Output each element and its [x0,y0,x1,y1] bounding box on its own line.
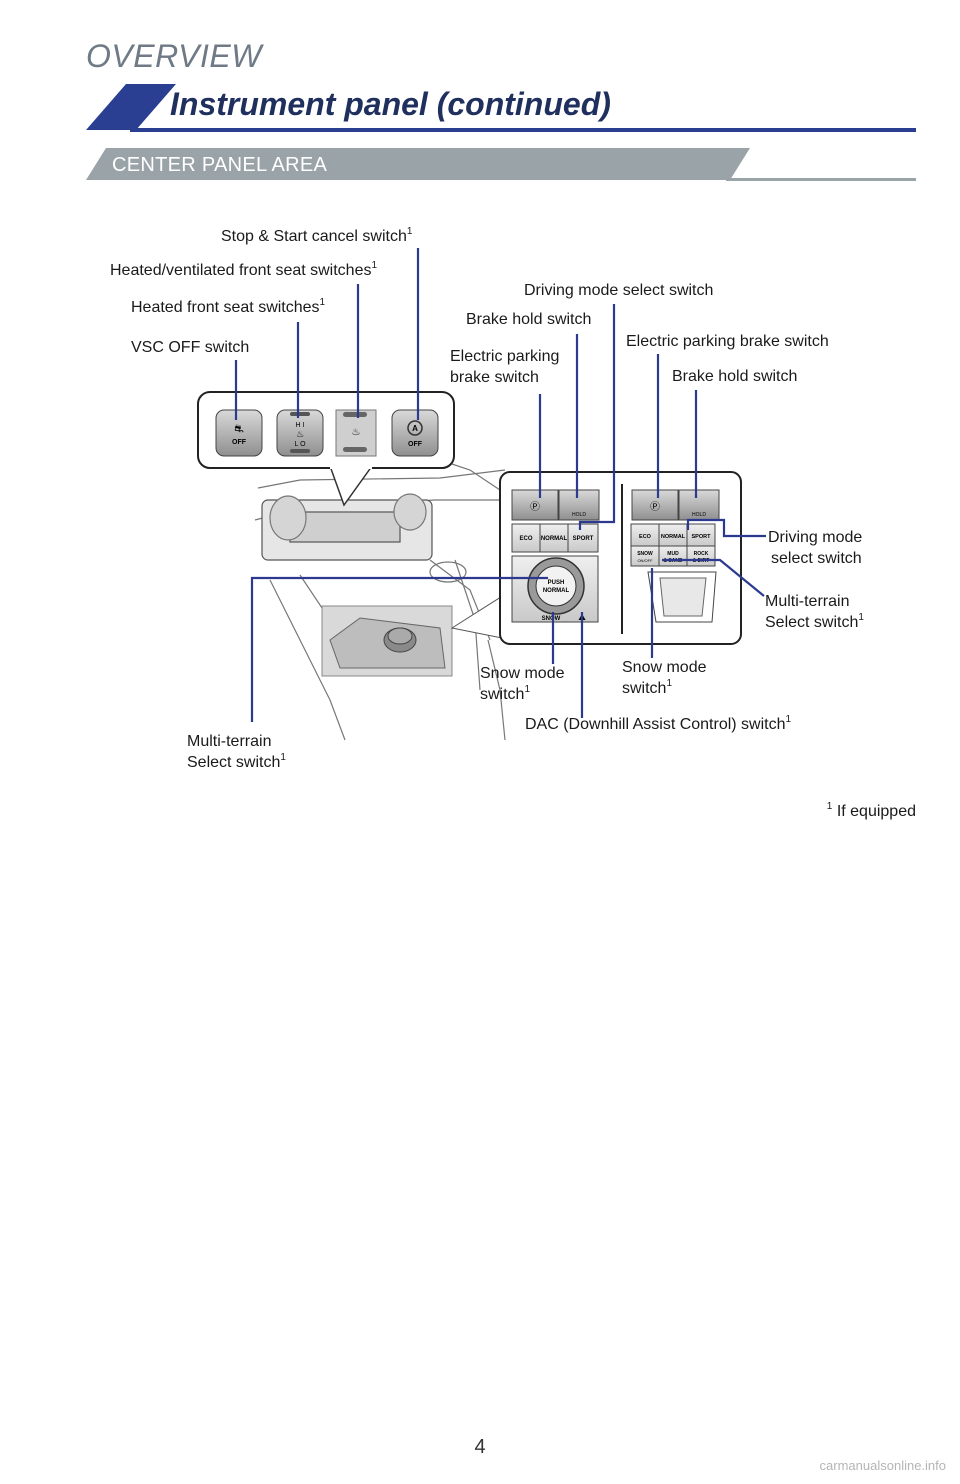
mud-text: MUD [667,551,679,557]
vsc-off-text: OFF [232,439,247,446]
label-stop-start: Stop & Start cancel switch1 [221,226,413,246]
label-heated-front: Heated front seat switches1 [131,297,326,317]
page-number: 4 [474,1436,486,1458]
label-epb-left: Electric parking brake switch [450,348,560,386]
leader-lines [234,248,766,722]
sport-text-right: SPORT [692,534,712,540]
sport-text-left: SPORT [573,536,594,542]
label-snow-right: Snow mode switch1 [622,659,707,697]
eco-text-left: ECO [519,536,532,542]
svg-text:♨: ♨ [352,427,361,438]
rock-text: ROCK [694,551,709,557]
label-snow-left: Snow mode switch1 [480,665,565,703]
stop-start-off-text: OFF [408,441,423,448]
overview-heading: OVERVIEW [86,38,262,74]
center-panel-diagram: ⛐ OFF H I ♨ L O ♨ A OFF Ⓟ [197,248,766,741]
eco-text-right: ECO [639,534,652,540]
title-rule [130,128,916,132]
svg-text:⛐: ⛐ [234,422,244,435]
label-multi-terrain-left: Multi-terrain Select switch1 [187,733,286,771]
title-accent-band [86,84,176,130]
svg-text:Ⓟ: Ⓟ [650,501,660,513]
label-epb-right: Electric parking brake switch [626,333,829,350]
push-normal-text: NORMAL [543,588,570,594]
label-brake-hold-right: Brake hold switch [672,368,798,385]
label-heated-ventilated: Heated/ventilated front seat switches1 [110,260,378,280]
svg-text:Ⓟ: Ⓟ [530,501,540,513]
watermark: carmanualsonline.info [819,1458,946,1473]
label-brake-hold-left: Brake hold switch [466,311,592,328]
label-driving-mode-right: Driving mode select switch [768,529,863,567]
section-band [86,148,916,181]
svg-text:♨: ♨ [296,430,304,440]
push-text: PUSH [548,580,565,586]
interior-sketch [254,459,506,741]
hold-text-left: HOLD [572,512,586,518]
label-driving-mode-top: Driving mode select switch [524,282,714,299]
svg-text:A: A [412,424,418,433]
snow-text-right: SNOW [637,551,653,557]
console-panel: Ⓟ HOLD ECO NORMAL SPORT PUSH NORMAL SNOW… [499,471,742,645]
normal-text-right: NORMAL [661,534,686,540]
label-vsc-off: VSC OFF switch [131,339,250,356]
seat-switch-panel: ⛐ OFF H I ♨ L O ♨ A OFF [197,391,455,507]
label-multi-terrain-right: Multi-terrain Select switch1 [765,593,864,631]
label-dac: DAC (Downhill Assist Control) switch1 [525,714,792,734]
footnote: 1 If equipped [826,801,916,821]
snow-text-left: SNOW [542,616,561,622]
shifter-inset [321,605,453,677]
section-heading: CENTER PANEL AREA [112,154,328,176]
seat-hi-text: H I [296,422,305,429]
hold-text-right: HOLD [692,512,706,518]
on-off-text: ON/OFF [637,558,653,563]
page-title: Instrument panel (continued) [170,86,611,122]
seat-lo-text: L O [294,441,306,448]
normal-text-left: NORMAL [541,536,568,542]
